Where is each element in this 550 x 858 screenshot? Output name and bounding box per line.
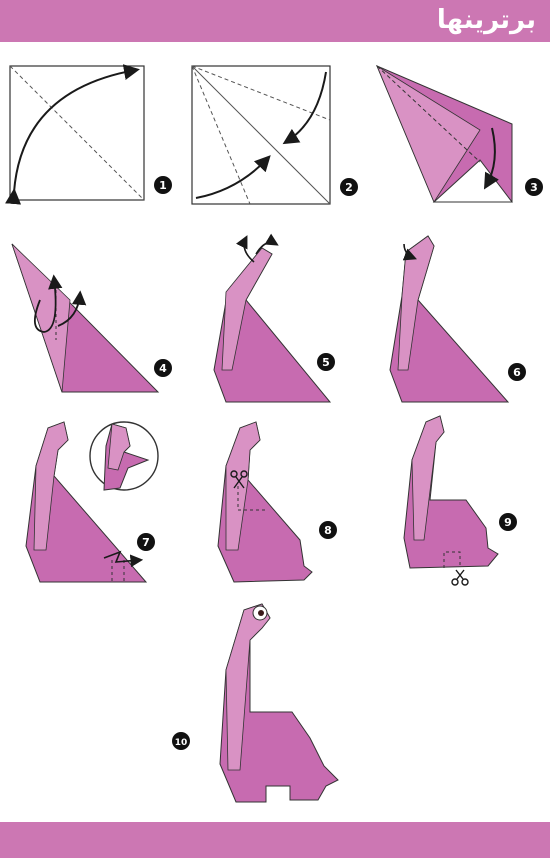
step-3-badge: 3	[525, 178, 543, 196]
step-8-badge: 8	[319, 521, 337, 539]
step-5-figure	[213, 233, 332, 403]
fold-arrow	[235, 235, 255, 263]
step-7-badge: 7	[137, 533, 155, 551]
step-9-badge: 9	[499, 513, 517, 531]
step-10-number: 10	[175, 738, 188, 748]
step-9-number: 9	[504, 516, 512, 529]
step-4-number: 4	[159, 362, 167, 375]
step-8-figure	[217, 421, 313, 583]
step-2-badge: 2	[340, 178, 358, 196]
fold-arrow	[34, 274, 63, 333]
fold-arrow	[255, 233, 279, 255]
step-7-detail-zoom	[89, 421, 159, 491]
step-3-figure	[376, 64, 514, 203]
step-10-badge: 10	[172, 732, 190, 750]
step-1-figure	[5, 64, 145, 205]
step-2-number: 2	[345, 181, 353, 194]
step-7-figure	[25, 421, 148, 583]
step-4-badge: 4	[154, 359, 172, 377]
footer-band	[0, 822, 550, 858]
fold-arrow	[5, 64, 140, 205]
step-8-number: 8	[324, 524, 332, 537]
step-5-number: 5	[322, 356, 330, 369]
step-9-figure	[403, 415, 499, 586]
step-3-number: 3	[530, 181, 538, 194]
step-6-figure	[389, 235, 510, 403]
step-5-badge: 5	[317, 353, 335, 371]
step-2-figure	[191, 65, 331, 205]
step-6-number: 6	[513, 366, 521, 379]
fold-arrow	[402, 243, 417, 261]
fold-arrow	[282, 71, 327, 145]
scissors-icon	[451, 569, 469, 586]
fold-arrow	[483, 127, 499, 190]
fold-arrow	[195, 155, 271, 199]
fold-arrow	[57, 290, 87, 327]
step-10-finished-dinosaur	[219, 603, 339, 803]
step-1-number: 1	[159, 179, 167, 192]
step-1-badge: 1	[154, 176, 172, 194]
step-6-badge: 6	[508, 363, 526, 381]
fold-arrow	[103, 550, 144, 568]
site-logo[interactable]: برترینها	[436, 5, 536, 35]
step-4-figure	[11, 243, 160, 393]
header-band: برترینها	[0, 0, 550, 42]
step-7-number: 7	[142, 536, 150, 549]
scissors-icon	[230, 470, 248, 489]
